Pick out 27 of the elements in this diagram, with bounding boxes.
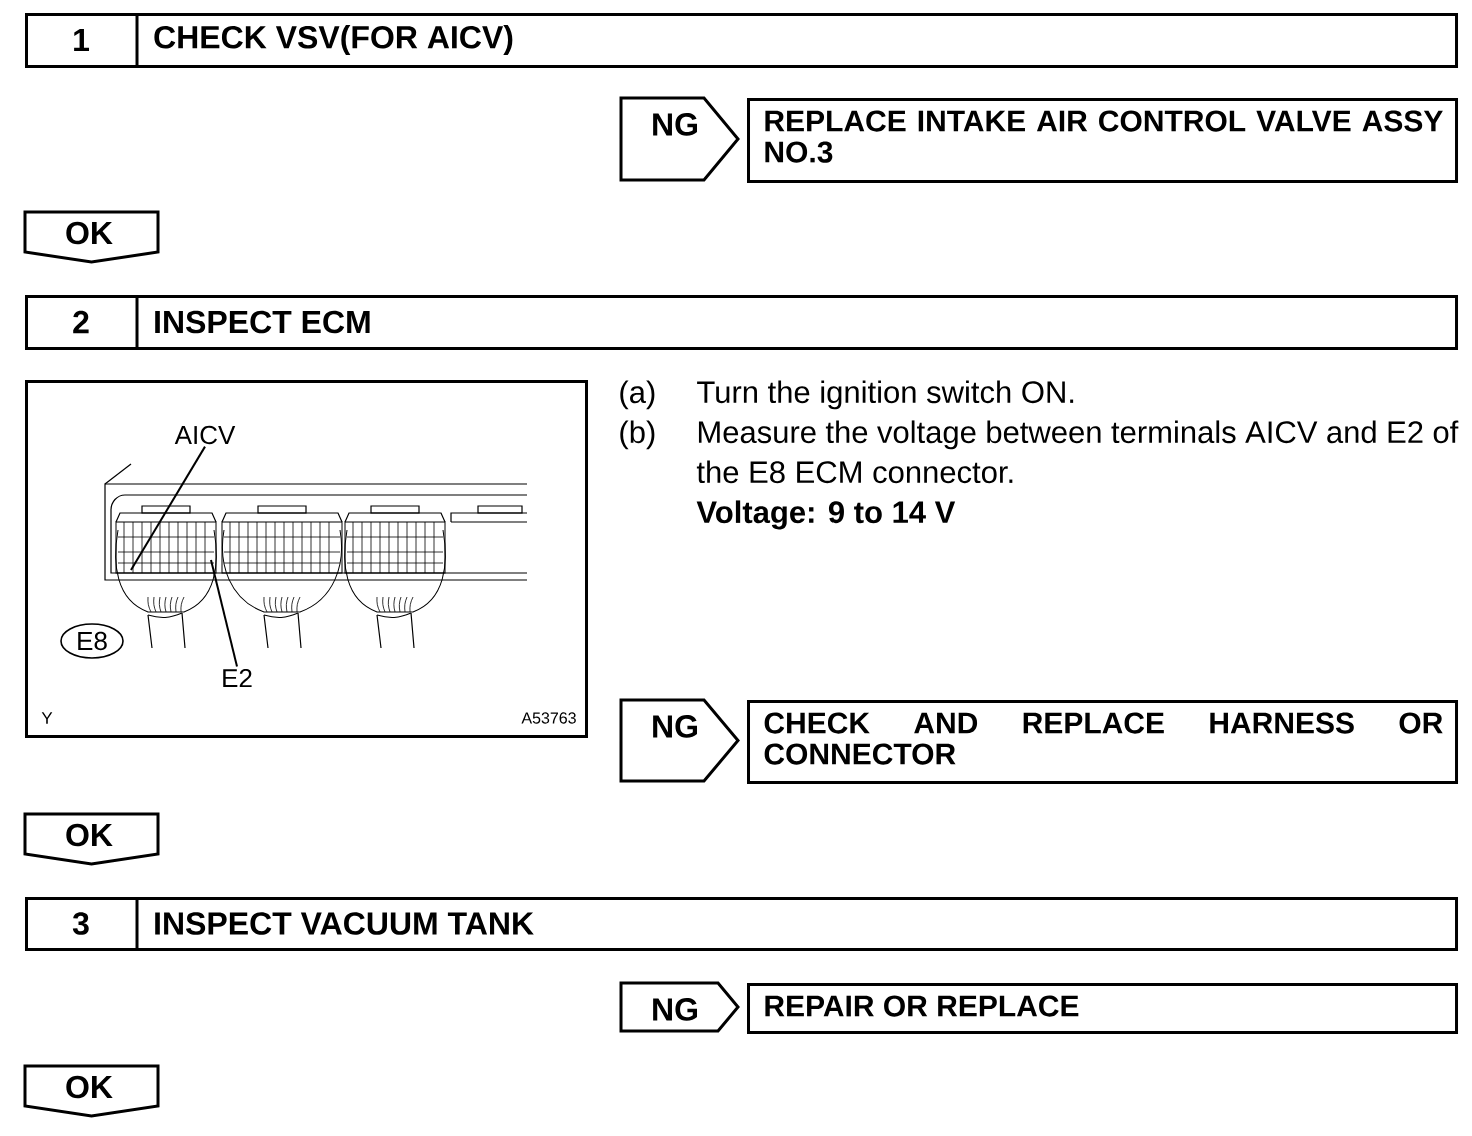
result-box: CHECK AND REPLACE HARNESS OR CONNECTOR — [747, 700, 1458, 784]
connector-code: E8 — [60, 623, 124, 659]
step-letter: (a) — [620, 380, 655, 410]
step-title: CHECK VSV(FOR AICV) — [154, 25, 513, 55]
ok-arrow-box: OK — [23, 210, 160, 264]
specification-text: Voltage: 9 to 14 V — [696, 500, 956, 530]
terminal-label: AICV — [174, 425, 236, 445]
result-box: REPLACE INTAKE AIR CONTROL VALVE ASSY NO.3 — [747, 98, 1458, 183]
ng-arrow-box: NG — [619, 698, 740, 783]
leader-line — [210, 559, 238, 668]
corner-letter: Y — [41, 712, 53, 724]
result-box: REPAIR OR REPLACE — [747, 983, 1458, 1034]
step-title: INSPECT ECM — [155, 310, 370, 334]
step-title: INSPECT VACUUM TANK — [155, 912, 534, 935]
ng-arrow-box: NG — [619, 981, 740, 1033]
ok-arrow-box: OK — [23, 1064, 160, 1118]
instruction-text: Turn the ignition switch ON. — [697, 380, 1074, 410]
step-number: 1 — [74, 29, 89, 51]
step-number: 2 — [73, 310, 89, 334]
figure-code: A53763 — [521, 712, 576, 724]
step-number: 3 — [72, 912, 89, 935]
ng-arrow-box: NG — [619, 96, 740, 182]
terminal-label: E2 — [223, 668, 252, 688]
leader-line — [130, 445, 206, 571]
instruction-text: Measure the voltage between terminals AICV and E2 of the E8 ECM connector. — [696, 420, 1459, 484]
ok-arrow-box: OK — [23, 812, 160, 866]
step-letter: (b) — [620, 420, 655, 450]
